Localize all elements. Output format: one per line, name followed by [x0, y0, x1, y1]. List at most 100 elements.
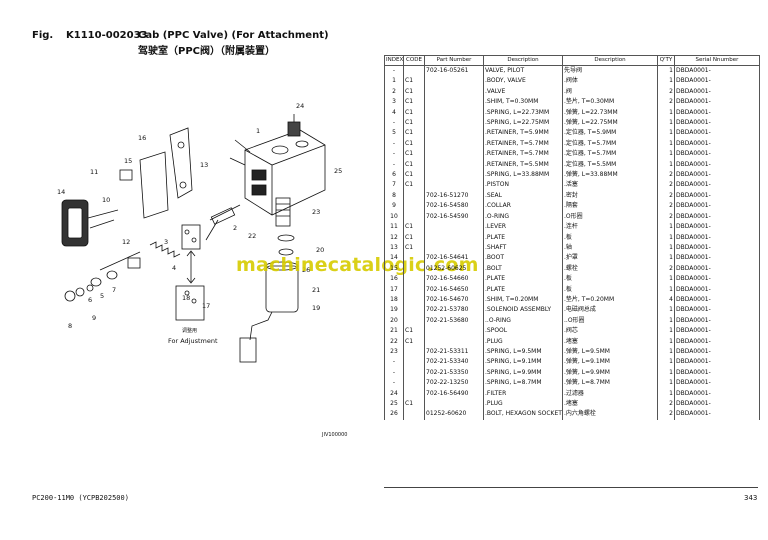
- row-part-number: 702-21-53780: [424, 305, 484, 316]
- row-code: C1: [403, 222, 425, 233]
- row-description-cn: .弹簧, L=22.75MM: [562, 118, 658, 129]
- col-serial: Serial Nnumber: [674, 55, 760, 66]
- row-part-number: [424, 232, 484, 243]
- callout-19: 19: [312, 304, 320, 312]
- row-index: 23: [384, 346, 404, 358]
- row-code: C1: [403, 326, 425, 337]
- row-serial: DBDA0001-: [674, 232, 760, 243]
- row-code: C1: [403, 149, 425, 160]
- row-description-en: .SHAFT: [483, 242, 563, 254]
- col-description-en: Description: [483, 55, 563, 66]
- row-qty: 1: [657, 378, 675, 389]
- fig-label: Fig.: [32, 30, 54, 41]
- row-qty: 2: [657, 180, 675, 191]
- row-description-en: .PLATE: [483, 232, 563, 243]
- row-qty: 2: [657, 201, 675, 212]
- row-qty: 1: [657, 274, 675, 285]
- callout-21: 21: [312, 286, 320, 294]
- row-code: C1: [403, 170, 425, 181]
- row-description-cn: .隔套: [562, 201, 658, 212]
- callout-13: 13: [200, 161, 208, 169]
- col-code: CODE: [403, 55, 425, 66]
- row-serial: DBDA0001-: [674, 388, 760, 399]
- row-code: [403, 294, 425, 306]
- row-description-cn: 先导阀: [562, 65, 658, 77]
- row-serial: DBDA0001-: [674, 253, 760, 264]
- row-serial: DBDA0001-: [674, 399, 760, 410]
- row-index: 12: [384, 232, 404, 243]
- row-serial: DBDA0001-: [674, 180, 760, 191]
- row-serial: DBDA0001-: [674, 315, 760, 327]
- row-qty: 1: [657, 65, 675, 77]
- row-part-number: 702-16-05261: [424, 65, 484, 77]
- row-code: [403, 201, 425, 212]
- row-description-en: .RETAINER, T=5.7MM: [483, 149, 563, 160]
- page-title: Cab (PPC Valve) (For Attachment): [138, 30, 329, 41]
- spring-stack-drawing: [64, 204, 241, 302]
- row-serial: DBDA0001-: [674, 107, 760, 119]
- row-qty: 2: [657, 263, 675, 275]
- row-code: [403, 211, 425, 223]
- footer-model: PC200-11M0 (YCPB202500): [32, 494, 129, 502]
- row-code: C1: [403, 118, 425, 129]
- row-serial: DBDA0001-: [674, 159, 760, 171]
- row-index: 14: [384, 253, 404, 264]
- row-description-en: VALVE, PILOT: [483, 65, 563, 77]
- callout-11: 11: [90, 168, 98, 176]
- row-serial: DBDA0001-: [674, 378, 760, 389]
- row-qty: 1: [657, 232, 675, 243]
- row-code: [403, 65, 425, 77]
- col-index: INDEX: [384, 55, 404, 66]
- row-description-en: .BODY, VALVE: [483, 76, 563, 87]
- row-index: 17: [384, 284, 404, 295]
- row-serial: DBDA0001-: [674, 305, 760, 316]
- row-qty: 1: [657, 138, 675, 150]
- row-description-en: .SPRING, L=9.1MM: [483, 357, 563, 368]
- exploded-diagram: 24 1 16 15 13 25 11 14 10 12 23 2 22 3 2…: [57, 102, 342, 363]
- callout-9: 9: [92, 314, 96, 322]
- row-description-en: .PLATE: [483, 284, 563, 295]
- row-part-number: [424, 76, 484, 87]
- row-index: 22: [384, 336, 404, 347]
- row-index: 24: [384, 388, 404, 399]
- row-serial: DBDA0001-: [674, 138, 760, 150]
- row-description-en: .SOLENOID ASSEMBLY: [483, 305, 563, 316]
- row-description-cn: .板: [562, 274, 658, 285]
- row-description-cn: .垫片, T=0.30MM: [562, 97, 658, 108]
- row-description-cn: .活塞: [562, 180, 658, 191]
- row-code: C1: [403, 128, 425, 139]
- row-part-number: 01252-60625: [424, 263, 484, 275]
- row-description-en: .SEAL: [483, 190, 563, 202]
- row-description-en: .RETAINER, T=5.5MM: [483, 159, 563, 171]
- callout-18: 18: [182, 294, 190, 302]
- row-description-cn: ..O形圈: [562, 315, 658, 327]
- table-row: -702-22-13250.SPRING, L=8.7MM.弹簧, L=8.7M…: [384, 378, 760, 389]
- row-serial: DBDA0001-: [674, 263, 760, 275]
- table-header-row: INDEX CODE Part Number Description Descr…: [384, 55, 760, 66]
- row-code: [403, 346, 425, 358]
- row-code: C1: [403, 138, 425, 150]
- adjust-label-en: For Adjustment: [168, 337, 218, 345]
- row-description-cn: .弹簧, L=9.9MM: [562, 367, 658, 379]
- row-serial: DBDA0001-: [674, 409, 760, 420]
- row-description-en: ..O-RING: [483, 315, 563, 327]
- row-index: 1: [384, 76, 404, 87]
- row-serial: DBDA0001-: [674, 274, 760, 285]
- row-description-cn: .O形圈: [562, 211, 658, 223]
- row-index: 18: [384, 294, 404, 306]
- callout-1: 1: [256, 127, 260, 135]
- callout-10: 10: [102, 196, 110, 204]
- row-index: -: [384, 159, 404, 171]
- row-index: 13: [384, 242, 404, 254]
